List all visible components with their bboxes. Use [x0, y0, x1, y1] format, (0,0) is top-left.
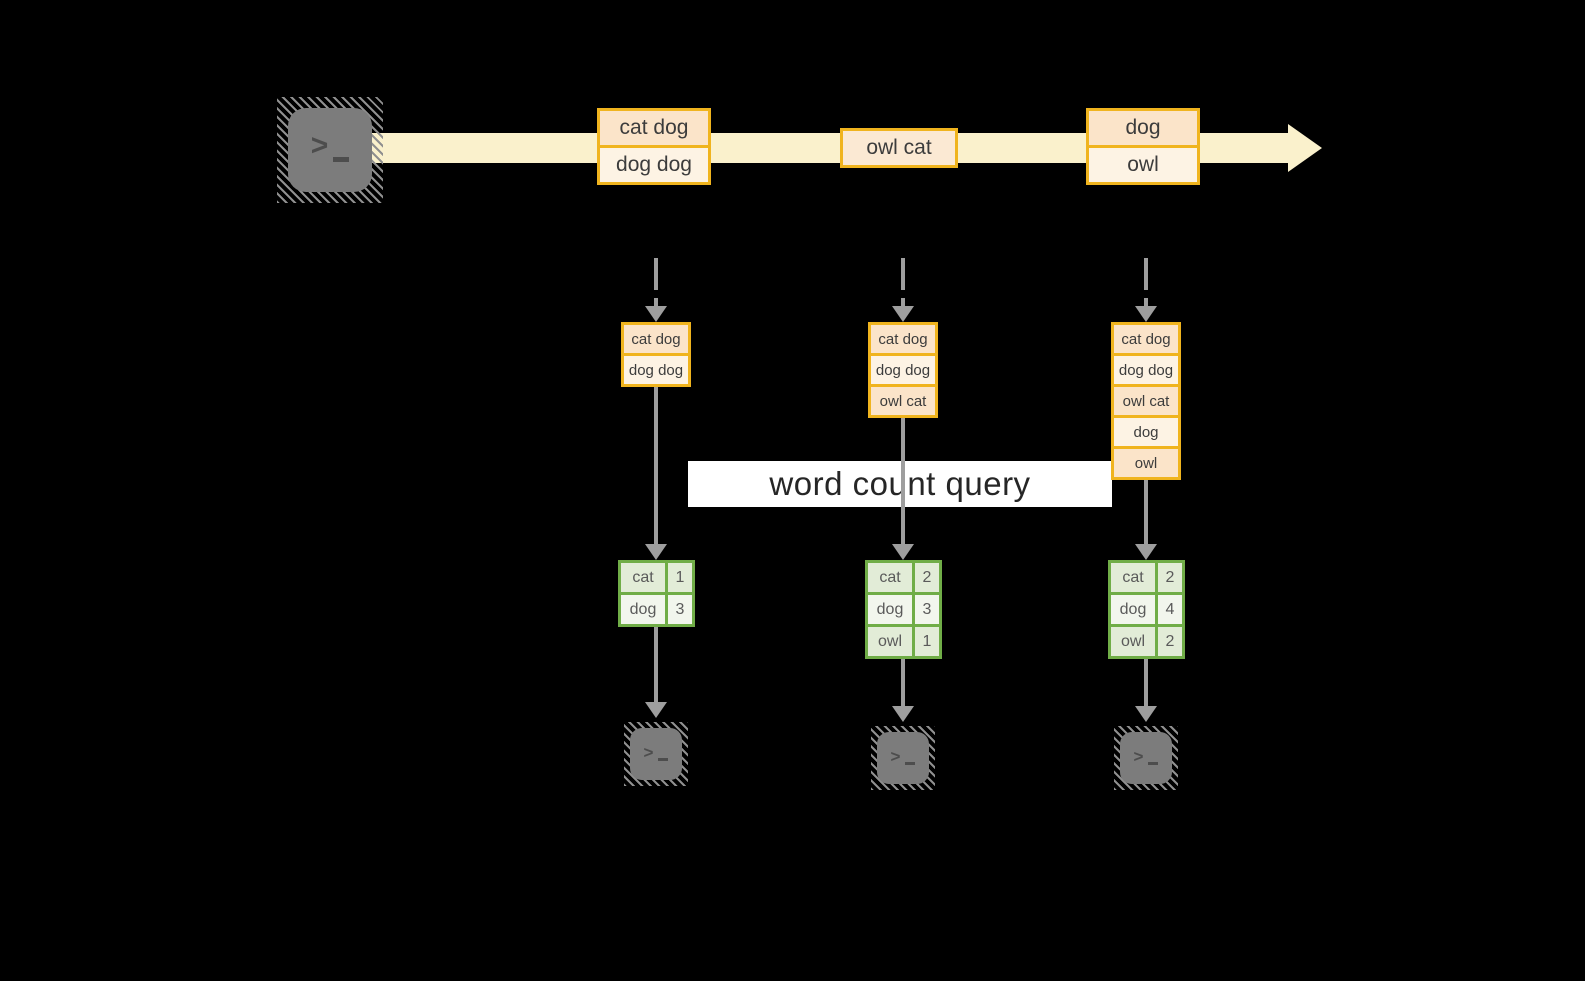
arrowhead-down-icon [892, 706, 914, 722]
arrowhead-down-icon [892, 544, 914, 560]
prompt-chevron-icon: > [310, 129, 329, 162]
count-table-1: cat 1 dog 3 [618, 560, 695, 627]
dashed-arrow-segment [1144, 298, 1148, 308]
count-value-cell: 2 [915, 563, 939, 592]
connector-line [1144, 480, 1148, 544]
count-key-cell: owl [1111, 627, 1155, 656]
stream-message: cat dog [600, 111, 708, 145]
connector-line [654, 387, 658, 544]
sink-terminal-2: > [871, 726, 935, 790]
buffer-row: cat dog [624, 325, 688, 353]
buffer-row: dog [1114, 418, 1178, 446]
dashed-arrow-segment [901, 298, 905, 308]
stream-message: dog [1089, 111, 1197, 145]
stream-message: dog dog [600, 148, 708, 182]
count-value-cell: 3 [915, 595, 939, 624]
count-key-cell: cat [621, 563, 665, 592]
count-value-cell: 2 [1158, 627, 1182, 656]
prompt-chevron-icon: > [1133, 746, 1144, 766]
source-terminal: > [277, 97, 383, 203]
count-key-cell: cat [1111, 563, 1155, 592]
buffer-stack-3: cat dog dog dog owl cat dog owl [1111, 322, 1181, 480]
count-key-cell: dog [621, 595, 665, 624]
arrowhead-down-icon [645, 306, 667, 322]
arrowhead-down-icon [1135, 306, 1157, 322]
arrowhead-down-icon [892, 306, 914, 322]
buffer-row: dog dog [871, 356, 935, 384]
buffer-stack-2: cat dog dog dog owl cat [868, 322, 938, 418]
prompt-chevron-icon: > [643, 742, 654, 762]
buffer-stack-1: cat dog dog dog [621, 322, 691, 387]
count-value-cell: 1 [915, 627, 939, 656]
query-label: word count query [688, 461, 1112, 507]
connector-line [654, 627, 658, 702]
buffer-row: dog dog [1114, 356, 1178, 384]
buffer-row: owl [1114, 449, 1178, 477]
stream-message: owl [1089, 148, 1197, 182]
buffer-row: owl cat [871, 387, 935, 415]
arrowhead-down-icon [1135, 544, 1157, 560]
count-table-3: cat 2 dog 4 owl 2 [1108, 560, 1185, 659]
connector-line [1144, 659, 1148, 706]
dashed-arrow-segment [1144, 258, 1148, 290]
stream-message: owl cat [843, 131, 955, 165]
terminal-icon: > [1120, 732, 1172, 784]
arrowhead-down-icon [645, 544, 667, 560]
count-value-cell: 3 [668, 595, 692, 624]
count-key-cell: dog [868, 595, 912, 624]
count-key-cell: owl [868, 627, 912, 656]
count-key-cell: dog [1111, 595, 1155, 624]
count-value-cell: 4 [1158, 595, 1182, 624]
count-key-cell: cat [868, 563, 912, 592]
terminal-icon: > [288, 108, 372, 192]
prompt-chevron-icon: > [890, 746, 901, 766]
dashed-arrow-segment [654, 298, 658, 308]
buffer-row: dog dog [624, 356, 688, 384]
stream-arrowhead [1288, 124, 1322, 172]
connector-line [901, 418, 905, 544]
dashed-arrow-segment [654, 258, 658, 290]
stream-message-group-2: owl cat [840, 128, 958, 168]
arrowhead-down-icon [645, 702, 667, 718]
prompt-underscore-icon [333, 156, 350, 162]
sink-terminal-1: > [624, 722, 688, 786]
count-value-cell: 1 [668, 563, 692, 592]
count-table-2: cat 2 dog 3 owl 1 [865, 560, 942, 659]
buffer-row: cat dog [1114, 325, 1178, 353]
connector-line [901, 659, 905, 706]
terminal-icon: > [877, 732, 929, 784]
buffer-row: owl cat [1114, 387, 1178, 415]
arrowhead-down-icon [1135, 706, 1157, 722]
buffer-row: cat dog [871, 325, 935, 353]
prompt-underscore-icon [905, 761, 916, 765]
stream-message-group-3: dog owl [1086, 108, 1200, 185]
prompt-underscore-icon [1148, 761, 1159, 765]
terminal-icon: > [630, 728, 682, 780]
stream-message-group-1: cat dog dog dog [597, 108, 711, 185]
sink-terminal-3: > [1114, 726, 1178, 790]
prompt-underscore-icon [658, 757, 669, 761]
dashed-arrow-segment [901, 258, 905, 290]
count-value-cell: 2 [1158, 563, 1182, 592]
